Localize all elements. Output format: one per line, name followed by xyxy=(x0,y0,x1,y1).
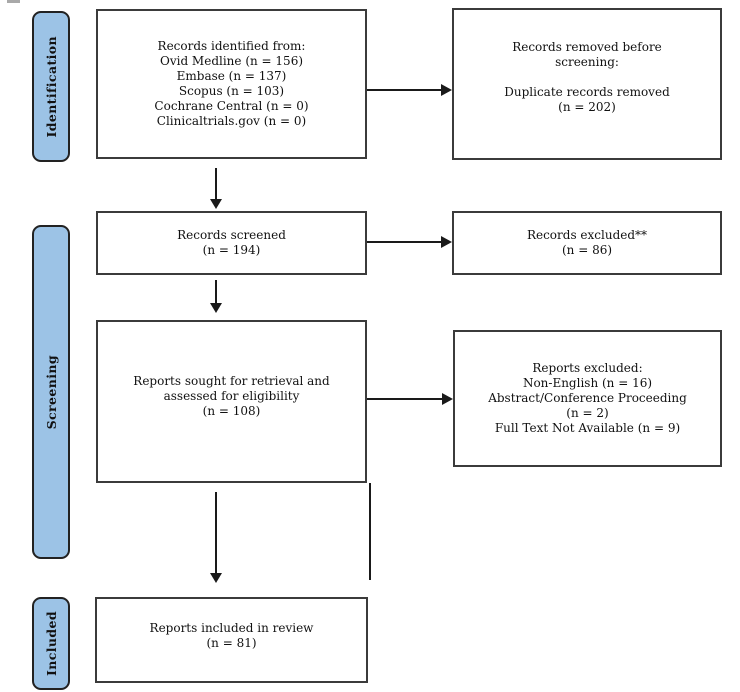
box-line: Abstract/Conference Proceeding xyxy=(488,391,687,405)
stage-screening: Screening xyxy=(32,225,70,559)
box-line: Duplicate records removed xyxy=(504,85,670,99)
arrow-head-right-icon xyxy=(442,393,453,405)
arrow-shaft xyxy=(367,89,443,91)
box-line: (n = 81) xyxy=(206,636,257,650)
box-line: (n = 194) xyxy=(202,243,261,257)
page-edge-mark xyxy=(7,0,20,3)
box-line: Records excluded** xyxy=(526,228,648,242)
box-line: (n = 202) xyxy=(558,100,616,114)
box-line: Clinicaltrials.gov (n = 0) xyxy=(156,114,307,128)
box-records-screened: Records screened (n = 194) xyxy=(96,211,367,275)
arrow-head-right-icon xyxy=(441,236,452,248)
box-records-removed: Records removed before screening: Duplic… xyxy=(452,8,722,160)
box-line: (n = 108) xyxy=(202,404,261,418)
box-line: (n = 86) xyxy=(561,243,613,257)
box-line: Records removed before xyxy=(512,40,662,54)
arrow-head-right-icon xyxy=(441,84,452,96)
box-line: Records identified from: xyxy=(157,39,306,53)
box-line: Reports excluded: xyxy=(532,361,643,375)
stage-included-label: Included xyxy=(43,610,59,677)
box-line: Reports sought for retrieval and xyxy=(133,374,330,388)
box-line: Records screened xyxy=(177,228,286,242)
box-line: Full Text Not Available (n = 9) xyxy=(494,421,681,435)
stage-screening-label: Screening xyxy=(43,354,59,430)
box-line: Cochrane Central (n = 0) xyxy=(154,99,309,113)
arrow-shaft xyxy=(215,492,217,574)
box-line: Non-English (n = 16) xyxy=(522,376,653,390)
arrow-shaft xyxy=(367,398,444,400)
stage-identification-label: Identification xyxy=(43,35,59,138)
arrow-shaft xyxy=(215,168,217,200)
box-line: Reports included in review xyxy=(149,621,314,635)
box-line: assessed for eligibility xyxy=(163,389,300,403)
box-line xyxy=(454,70,720,85)
arrow-head-down-icon xyxy=(210,303,222,313)
box-reports-sought: Reports sought for retrieval and assesse… xyxy=(96,320,367,483)
box-records-identified: Records identified from: Ovid Medline (n… xyxy=(96,9,367,159)
box-records-excluded: Records excluded** (n = 86) xyxy=(452,211,722,275)
stage-included: Included xyxy=(32,597,70,690)
box-reports-excluded: Reports excluded: Non-English (n = 16) A… xyxy=(453,330,722,467)
box-line: (n = 2) xyxy=(566,406,609,420)
stage-identification: Identification xyxy=(32,11,70,162)
arrow-head-down-icon xyxy=(210,573,222,583)
box-line: screening: xyxy=(555,55,619,69)
arrow-head-down-icon xyxy=(210,199,222,209)
box-line: Scopus (n = 103) xyxy=(178,84,285,98)
box-reports-included: Reports included in review (n = 81) xyxy=(95,597,368,683)
box-line: Ovid Medline (n = 156) xyxy=(159,54,304,68)
arrow-shaft xyxy=(215,280,217,304)
vertical-rule xyxy=(369,483,371,580)
box-line: Embase (n = 137) xyxy=(176,69,287,83)
arrow-shaft xyxy=(367,241,443,243)
